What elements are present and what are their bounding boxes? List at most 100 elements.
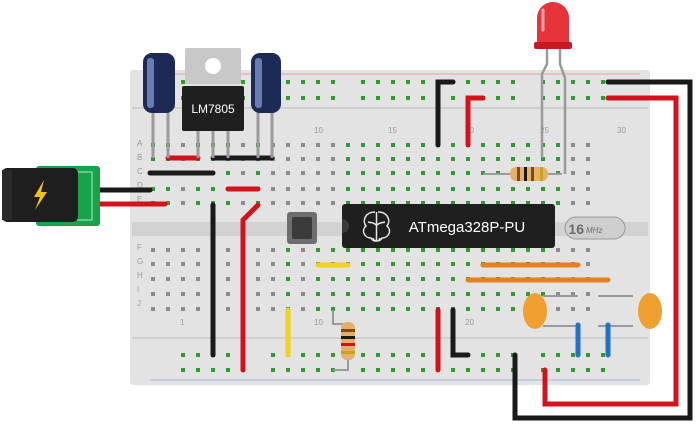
breadboard-hole bbox=[406, 171, 410, 175]
breadboard-hole bbox=[286, 157, 290, 161]
breadboard-hole bbox=[181, 187, 185, 191]
breadboard-hole bbox=[196, 262, 200, 266]
breadboard-hole bbox=[406, 292, 410, 296]
breadboard-hole bbox=[346, 277, 350, 281]
rail-hole bbox=[586, 353, 590, 357]
breadboard-hole bbox=[481, 307, 485, 311]
breadboard-hole bbox=[571, 187, 575, 191]
rail-hole bbox=[586, 80, 590, 84]
breadboard-hole bbox=[241, 143, 245, 147]
breadboard-hole bbox=[481, 248, 485, 252]
breadboard-hole bbox=[346, 157, 350, 161]
breadboard-hole bbox=[391, 292, 395, 296]
breadboard-hole bbox=[526, 292, 530, 296]
voltage-regulator: LM7805 bbox=[182, 48, 244, 158]
rail-hole bbox=[376, 96, 380, 100]
rail-hole bbox=[286, 80, 290, 84]
breadboard-hole bbox=[541, 292, 545, 296]
breadboard-hole bbox=[316, 143, 320, 147]
rail-hole bbox=[421, 80, 425, 84]
column-number-1-bottom: 1 bbox=[180, 318, 185, 327]
breadboard-hole bbox=[541, 187, 545, 191]
column-number-30: 30 bbox=[617, 126, 626, 135]
resistor-vertical bbox=[332, 310, 355, 371]
column-number-25: 25 bbox=[540, 126, 549, 135]
rail-hole bbox=[376, 353, 380, 357]
rail-hole bbox=[586, 96, 590, 100]
breadboard-hole bbox=[391, 187, 395, 191]
rail-hole bbox=[481, 80, 485, 84]
breadboard-hole bbox=[286, 248, 290, 252]
breadboard-hole bbox=[181, 277, 185, 281]
breadboard-hole bbox=[451, 248, 455, 252]
breadboard-hole bbox=[451, 262, 455, 266]
rail-hole bbox=[391, 353, 395, 357]
breadboard-hole bbox=[451, 157, 455, 161]
rail-hole bbox=[406, 96, 410, 100]
breadboard-hole bbox=[586, 187, 590, 191]
breadboard-hole bbox=[211, 187, 215, 191]
breadboard-hole bbox=[511, 201, 515, 205]
breadboard-hole bbox=[316, 292, 320, 296]
orange-wires bbox=[465, 262, 611, 283]
breadboard-hole bbox=[436, 248, 440, 252]
rail-hole bbox=[196, 353, 200, 357]
breadboard-hole bbox=[436, 171, 440, 175]
breadboard-hole bbox=[541, 248, 545, 252]
breadboard-hole bbox=[436, 277, 440, 281]
rail-hole bbox=[316, 368, 320, 372]
breadboard-hole bbox=[391, 171, 395, 175]
rail-hole bbox=[331, 353, 335, 357]
wire-black-top bbox=[435, 79, 456, 148]
breadboard-hole bbox=[361, 307, 365, 311]
breadboard-hole bbox=[151, 292, 155, 296]
breadboard-hole bbox=[316, 171, 320, 175]
breadboard-hole bbox=[271, 262, 275, 266]
breadboard-hole bbox=[421, 248, 425, 252]
breadboard-hole bbox=[496, 292, 500, 296]
row-label-j: J bbox=[137, 299, 141, 308]
breadboard-hole bbox=[346, 292, 350, 296]
breadboard-hole bbox=[376, 248, 380, 252]
bottom-wires bbox=[435, 307, 471, 373]
breadboard-hole bbox=[421, 187, 425, 191]
breadboard-hole bbox=[496, 201, 500, 205]
breadboard-hole bbox=[166, 262, 170, 266]
breadboard-hole bbox=[166, 307, 170, 311]
led bbox=[534, 2, 572, 174]
breadboard-hole bbox=[316, 248, 320, 252]
rail-hole bbox=[376, 368, 380, 372]
breadboard-hole bbox=[466, 187, 470, 191]
breadboard-hole bbox=[346, 171, 350, 175]
breadboard-hole bbox=[466, 201, 470, 205]
column-number-20-bottom: 20 bbox=[465, 318, 474, 327]
rail-hole bbox=[511, 96, 515, 100]
breadboard-hole bbox=[421, 171, 425, 175]
breadboard-hole bbox=[421, 307, 425, 311]
breadboard-hole bbox=[286, 171, 290, 175]
breadboard-hole bbox=[586, 292, 590, 296]
breadboard-hole bbox=[466, 171, 470, 175]
breadboard-hole bbox=[406, 248, 410, 252]
rail-hole bbox=[376, 80, 380, 84]
breadboard-hole bbox=[451, 292, 455, 296]
breadboard-hole bbox=[286, 201, 290, 205]
breadboard-hole bbox=[301, 143, 305, 147]
breadboard-hole bbox=[226, 277, 230, 281]
rail-hole bbox=[571, 353, 575, 357]
breadboard-hole bbox=[361, 187, 365, 191]
breadboard-hole bbox=[451, 171, 455, 175]
rail-hole bbox=[571, 80, 575, 84]
row-labels: A B C D E F G H I J bbox=[137, 139, 143, 308]
breadboard-hole bbox=[421, 292, 425, 296]
rail-hole bbox=[556, 353, 560, 357]
row-label-f: F bbox=[137, 243, 142, 252]
breadboard-hole bbox=[196, 292, 200, 296]
breadboard-hole bbox=[556, 157, 560, 161]
breadboard-hole bbox=[556, 292, 560, 296]
breadboard-hole bbox=[526, 143, 530, 147]
column-number-15: 15 bbox=[388, 126, 397, 135]
breadboard-hole bbox=[391, 307, 395, 311]
rail-hole bbox=[316, 80, 320, 84]
breadboard-hole bbox=[361, 171, 365, 175]
